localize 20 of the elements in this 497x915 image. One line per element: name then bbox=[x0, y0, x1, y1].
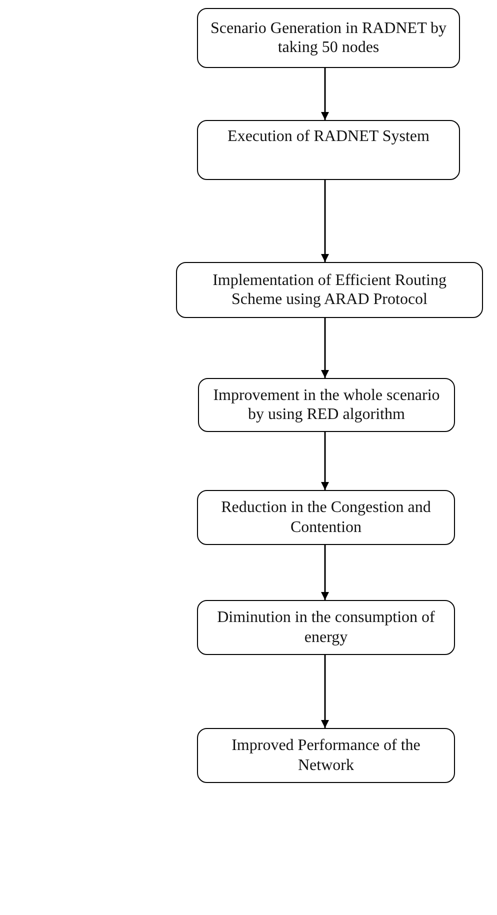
arrow bbox=[321, 655, 329, 728]
process-box bbox=[197, 600, 455, 655]
arrow bbox=[321, 318, 329, 378]
process-box bbox=[197, 120, 460, 180]
box-text: Improved Performance of the Network bbox=[230, 736, 422, 775]
box-text: Reduction in the Congestion and Contention bbox=[220, 498, 432, 537]
arrow bbox=[321, 432, 329, 490]
arrow bbox=[321, 545, 329, 600]
arrow bbox=[321, 68, 329, 120]
box-text: Execution of RADNET System bbox=[228, 127, 430, 146]
box-text: Scenario Generation in RADNET by taking 50 nodes bbox=[209, 18, 448, 58]
box-text: Improvement in the whole scenario by using RED algorithm bbox=[212, 386, 441, 424]
box-text: Implementation of Efficient Routing Scheme using ARAD Protocol bbox=[212, 270, 448, 310]
process-box bbox=[198, 378, 455, 432]
process-box bbox=[197, 490, 455, 545]
box-text: Diminution in the consumption of energy bbox=[216, 608, 436, 647]
process-box bbox=[176, 262, 483, 318]
arrow bbox=[321, 180, 329, 262]
process-box bbox=[197, 728, 455, 783]
process-box bbox=[197, 8, 460, 68]
